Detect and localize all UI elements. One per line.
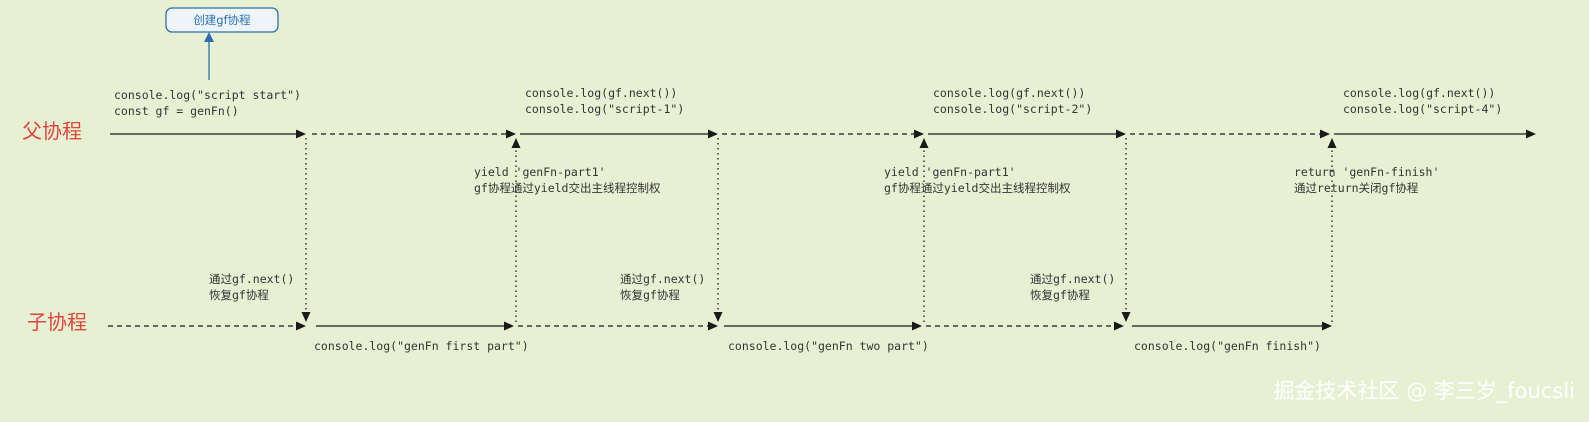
child-lane [108, 321, 1332, 331]
arrowhead [296, 129, 306, 139]
parent-lane [110, 129, 1536, 139]
child-note: console.log("genFn finish") [1134, 339, 1321, 353]
parent-note-line: console.log("script-4") [1343, 102, 1502, 116]
arrowhead [506, 129, 516, 139]
parent-note-line: console.log("script-2") [933, 102, 1092, 116]
yield-notes: yield 'genFn-part1' gf协程通过yield交出主线程控制权 … [474, 165, 1439, 195]
parent-note-line: console.log(gf.next()) [933, 86, 1085, 100]
create-arrowhead [204, 32, 214, 42]
yield-note-line: yield 'genFn-part1' [884, 165, 1016, 179]
arrowhead [1114, 321, 1124, 331]
create-box [165, 7, 279, 33]
yield-note-line: gf协程通过yield交出主线程控制权 [884, 181, 1071, 195]
control-transfers [301, 138, 1337, 322]
resume-note-line: 通过gf.next() [209, 272, 294, 286]
yield-note-line: yield 'genFn-part1' [474, 165, 606, 179]
resume-note-line: 恢复gf协程 [1030, 288, 1090, 302]
arrowhead [511, 138, 521, 148]
resume-note-line: 通过gf.next() [620, 272, 705, 286]
arrowhead [301, 312, 311, 322]
child-note: console.log("genFn two part") [728, 339, 929, 353]
parent-note-line: console.log("script start") [114, 88, 301, 102]
arrowhead [1121, 312, 1131, 322]
parent-note-line: const gf = genFn() [114, 104, 239, 118]
arrowhead [1327, 138, 1337, 148]
parent-notes: console.log("script start") const gf = g… [114, 86, 1502, 118]
arrowhead [1322, 321, 1332, 331]
arrowhead [708, 321, 718, 331]
resume-note-line: 通过gf.next() [1030, 272, 1115, 286]
yield-note-line: gf协程通过yield交出主线程控制权 [474, 181, 661, 195]
arrowhead [1320, 129, 1330, 139]
parent-note-line: console.log(gf.next()) [1343, 86, 1495, 100]
child-note: console.log("genFn first part") [314, 339, 529, 353]
arrowhead [504, 321, 514, 331]
child-notes: console.log("genFn first part") console.… [314, 339, 1321, 353]
arrowhead [1526, 129, 1536, 139]
create-box-label: 创建gf协程 [193, 13, 251, 27]
arrowhead [912, 321, 922, 331]
arrowhead [708, 129, 718, 139]
resume-note-line: 恢复gf协程 [209, 288, 269, 302]
arrowhead [296, 321, 306, 331]
parent-note-line: console.log("script-1") [525, 102, 684, 116]
return-note-line: return 'genFn-finish' [1294, 165, 1439, 179]
lane-label-child: 子协程 [27, 310, 87, 334]
lane-label-parent: 父协程 [22, 119, 82, 143]
arrowhead [914, 129, 924, 139]
arrowhead [713, 312, 723, 322]
arrowhead [1116, 129, 1126, 139]
arrowhead [919, 138, 929, 148]
watermark: 掘金技术社区 @ 李三岁_foucsli [1273, 379, 1575, 404]
create-coroutine-node: 创建gf协程 [165, 7, 279, 80]
resume-note-line: 恢复gf协程 [620, 288, 680, 302]
return-note-line: 通过return关闭gf协程 [1294, 181, 1419, 195]
resume-notes: 通过gf.next() 恢复gf协程 通过gf.next() 恢复gf协程 通过… [209, 272, 1115, 302]
parent-note-line: console.log(gf.next()) [525, 86, 677, 100]
